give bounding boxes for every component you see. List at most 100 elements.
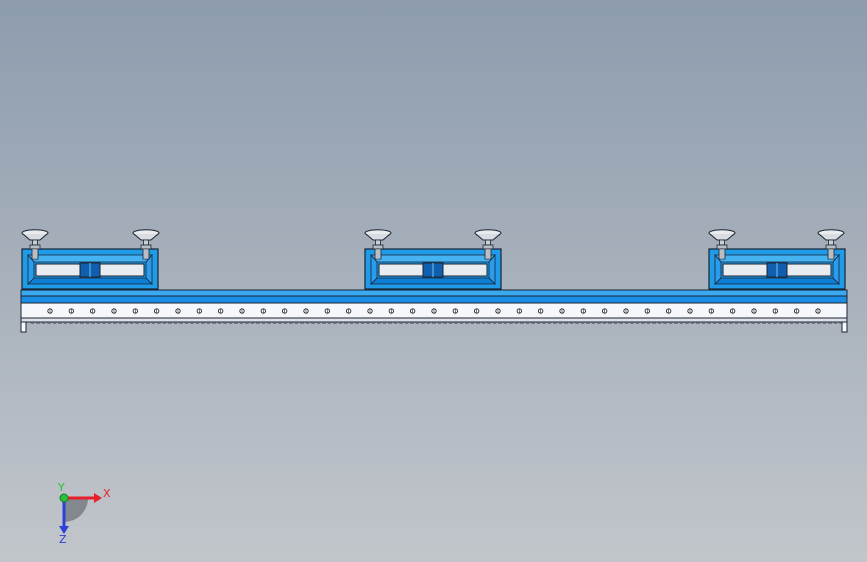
rail-tooth [189,321,195,324]
rail-tooth [348,321,355,324]
rail-tooth [145,321,151,324]
rail-tooth [711,321,718,324]
rail-tooth [337,321,344,324]
suction-cup [708,229,736,260]
fixture-bevel-top [714,254,840,263]
z-axis-label: Z [59,533,67,546]
rail-tooth [568,321,575,324]
fixture-bevel-left [370,253,378,285]
rail-tooth [57,321,63,324]
gripper-assembly[interactable] [20,229,848,333]
rail-tooth [541,321,547,324]
rail-tooth [794,321,800,324]
fixture-bevel-bottom [370,277,496,285]
rail-tooth [112,321,118,324]
cup-nut [29,244,41,250]
rail-tooth [79,321,85,324]
rail-tooth [409,321,415,324]
rail-tooth [255,321,261,324]
cup-bolt [718,248,726,260]
rail-tooth [821,321,828,324]
cup-body [709,233,735,241]
rail-tooth [354,321,360,324]
cup-stem [719,239,725,246]
rail-tooth [183,321,190,324]
rail-tooth [222,321,228,324]
rail-tooth [381,321,388,324]
rail-tooth [420,321,426,324]
rail-tooth [40,321,47,324]
suction-cup [21,229,49,260]
rail-tooth [645,321,652,324]
rail-tooth [101,321,107,324]
rail-tooth [35,321,41,324]
rail-tooth [436,321,443,324]
suction-cup [474,229,502,260]
rail-tooth [365,321,371,324]
rail-tooth [150,321,157,324]
rail-tooth [739,321,745,324]
rail-tooth [475,321,481,324]
fixture-bevel-left [714,253,722,285]
rail-tooth [750,321,756,324]
rail-tooth [491,321,498,324]
rail-tooth [519,321,525,324]
rail-tooth [486,321,492,324]
rail-tooth [601,321,608,324]
suction-cup [132,229,160,260]
rail-tooth [453,321,459,324]
rail-tooth [425,321,432,324]
fixture-bevel-bottom [27,277,153,285]
rail-tooth [827,321,833,324]
rail-tooth [805,321,811,324]
fixture-group [21,248,846,290]
rail-tooth [359,321,366,324]
rail-tooth [783,321,789,324]
rail-tooth [68,321,74,324]
rail-tooth [733,321,740,324]
rail-tooth [563,321,569,324]
rail-tooth [288,321,294,324]
rail-tooth [612,321,619,324]
rail-tooth [106,321,113,324]
fixture [708,248,846,290]
cup-stem [32,239,38,246]
rail-tooth [524,321,531,324]
rail-tooth [706,321,712,324]
rail-tooth [546,321,553,324]
axis-triad[interactable]: X Z Y [57,481,111,546]
triad-shadow [64,498,88,522]
fixture-bevel-top [370,254,496,263]
cup-bolt [31,248,39,260]
rail-tooth [321,321,327,324]
rail-tooth [387,321,393,324]
rail-tooth [744,321,751,324]
rail-tooth [766,321,773,324]
rail-tooth [117,321,124,324]
rail-tooth [332,321,338,324]
cup-body [22,233,48,241]
rail-tooth [574,321,580,324]
rail-tooth [579,321,586,324]
x-axis-label: X [103,487,111,500]
rail-holes [47,308,821,314]
rail-tooth [134,321,140,324]
rail-tooth [585,321,591,324]
rail-tooth [832,321,839,324]
rail-tooth [266,321,272,324]
rail-tooth [216,321,223,324]
suction-cup [364,229,392,260]
rail-tooth [772,321,778,324]
rail-tooth [535,321,542,324]
rail-tooth [249,321,256,324]
rail-tooth [799,321,806,324]
cup-nut [140,244,152,250]
rail-tooth [530,321,536,324]
rail-tooth [447,321,454,324]
rail-tooth [139,321,146,324]
rail-tooth [728,321,734,324]
rail-tooth [403,321,410,324]
cup-nut [716,244,728,250]
cup-body [133,233,159,241]
